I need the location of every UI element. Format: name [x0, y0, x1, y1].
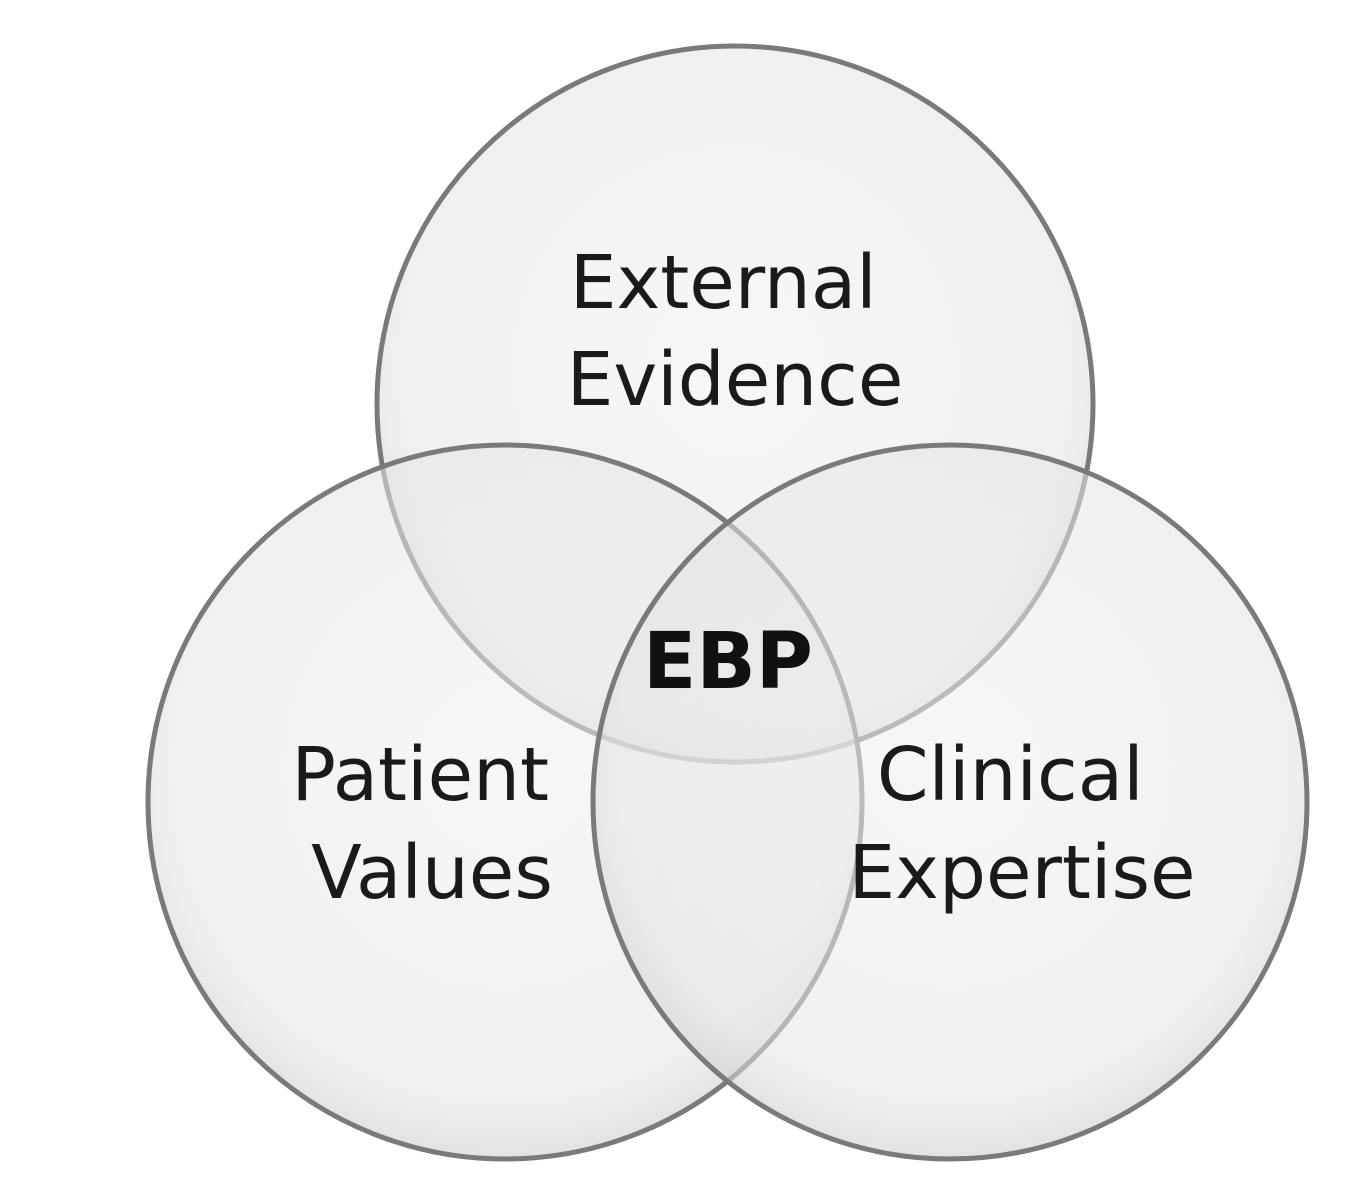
patient-values-line-1: Patient: [291, 732, 549, 818]
clinical-expertise-line-2: Expertise: [848, 830, 1195, 916]
patient-values-label: Patient Values: [291, 732, 572, 916]
external-evidence-line-1: External: [570, 240, 877, 326]
clinical-expertise-line-1: Clinical: [877, 732, 1144, 818]
clinical-expertise-label: Clinical Expertise: [848, 732, 1195, 916]
ebp-center-label: EBP: [643, 617, 813, 707]
patient-values-line-2: Values: [311, 830, 553, 916]
circle-clinical-expertise: [590, 442, 1310, 1162]
external-evidence-line-2: Evidence: [567, 337, 904, 423]
external-evidence-label: External Evidence: [567, 240, 904, 423]
